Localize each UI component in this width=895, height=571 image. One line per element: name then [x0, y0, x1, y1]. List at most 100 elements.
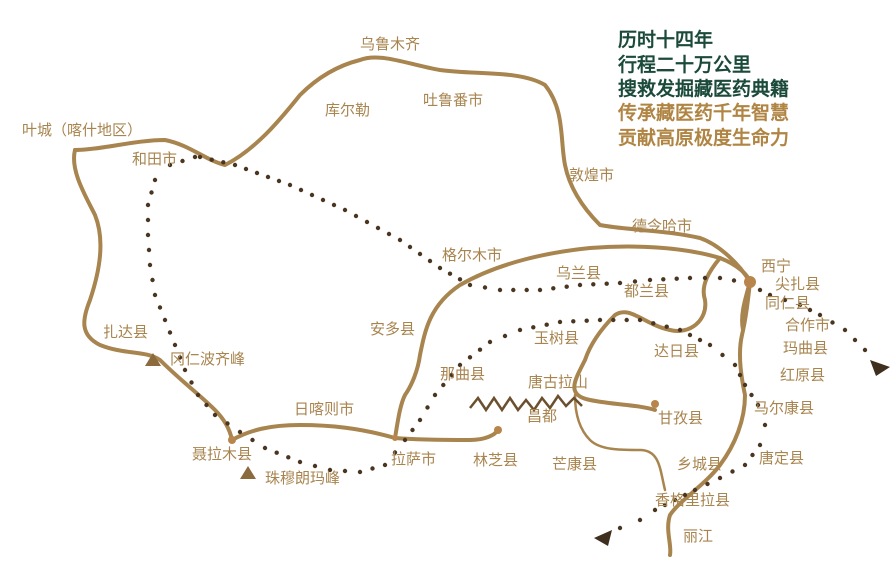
route-dot [597, 317, 603, 323]
route-dot [449, 372, 454, 378]
label-barkam: 马尔康县 [754, 399, 815, 417]
city-pin-icon [228, 436, 236, 444]
route-dot [807, 307, 813, 313]
route-dot [830, 320, 835, 325]
label-darlag: 达日县 [654, 342, 700, 360]
route-dot [477, 347, 483, 352]
route-dot [342, 207, 348, 213]
route-dot [842, 327, 848, 333]
label-nagqu: 那曲县 [440, 365, 486, 383]
route-dot [571, 319, 576, 324]
route-dot [637, 317, 643, 323]
route-dot [757, 442, 763, 448]
label-jianzha: 尖扎县 [775, 275, 821, 293]
route-dot [637, 517, 643, 523]
route-dot [720, 352, 725, 358]
route-dot [386, 231, 392, 237]
label-hongyuan: 红原县 [780, 366, 826, 384]
route-dot [221, 160, 226, 165]
route-dot [146, 247, 152, 253]
route-dot [705, 481, 710, 487]
dotted-routes [145, 154, 868, 531]
label-everest: 珠穆朗玛峰 [265, 469, 341, 487]
route-dot [286, 455, 291, 460]
route-dot [364, 219, 370, 225]
route-dot [265, 174, 271, 180]
route-dot [551, 286, 556, 291]
label-xiangcheng: 乡城县 [677, 455, 723, 473]
route-dot [682, 492, 688, 498]
label-urumqi: 乌鲁木齐 [360, 35, 421, 53]
slogan-line-2: 行程二十万公里 [618, 54, 752, 76]
route-dot [145, 202, 151, 208]
route-dot [180, 158, 185, 164]
route-dot [782, 297, 788, 303]
route-dot [632, 279, 638, 284]
label-korla: 库尔勒 [325, 101, 371, 119]
route-dot [192, 154, 198, 160]
label-qamdo: 昌都 [527, 407, 558, 425]
route-dot [482, 285, 488, 290]
route-dot [297, 459, 303, 465]
route-dot [209, 157, 214, 162]
route-dot [584, 318, 589, 323]
route-dot [717, 275, 723, 281]
label-maqu: 玛曲县 [783, 339, 829, 357]
label-golmud: 格尔木市 [442, 246, 503, 264]
route-dot [767, 292, 773, 298]
outer-route-line [73, 55, 752, 557]
route-dot [730, 469, 735, 474]
route-dot [762, 422, 768, 428]
route-dot [145, 217, 151, 223]
route-dot [517, 327, 523, 333]
label-xining: 西宁 [761, 257, 792, 275]
route-dot [437, 265, 443, 271]
route-dot [312, 463, 318, 469]
route-dot [152, 177, 158, 183]
route-dot [457, 277, 463, 282]
route-dot [447, 271, 453, 276]
route-dot [502, 333, 508, 339]
route-dot [392, 450, 398, 455]
city-pin-icon [651, 400, 659, 408]
slogan-line-5: 贡献高原极度生命力 [618, 127, 790, 149]
label-zanda: 扎达县 [103, 323, 149, 341]
route-dot [497, 287, 503, 293]
route-dot [274, 450, 279, 455]
label-nyingchi: 林芝县 [473, 451, 519, 469]
route-dot [287, 182, 293, 188]
slogan-line-4: 传承藏医药千年智慧 [618, 102, 790, 124]
route-dot [375, 225, 381, 231]
route-dot [755, 402, 761, 408]
route-dot [425, 405, 430, 410]
route-dot [402, 437, 408, 443]
route-dot [417, 417, 423, 423]
route-dot [410, 427, 415, 433]
route-dot [182, 367, 188, 373]
label-yushu: 玉树县 [534, 329, 580, 347]
label-nyalam: 聂拉木县 [192, 445, 253, 463]
route-dot [749, 392, 754, 398]
route-dot [537, 287, 543, 293]
city-pin-icon [392, 435, 398, 441]
route-dot [167, 162, 173, 168]
route-dot [370, 466, 375, 471]
route-dot [145, 232, 151, 238]
route-dot [232, 162, 238, 168]
route-dot [197, 154, 203, 160]
route-dot [591, 282, 596, 287]
route-dot [487, 339, 493, 345]
route-dot [467, 355, 473, 360]
route-dot [692, 487, 698, 493]
route-dot [737, 372, 743, 378]
route-dot [254, 170, 260, 176]
route-dot [757, 287, 763, 293]
lhasa-xining-route-line [393, 244, 752, 440]
route-dot [524, 287, 529, 293]
route-dot [147, 262, 153, 268]
route-dot [152, 292, 158, 298]
route-dot [687, 275, 693, 281]
route-dot [225, 421, 230, 426]
route-dot [162, 317, 168, 323]
